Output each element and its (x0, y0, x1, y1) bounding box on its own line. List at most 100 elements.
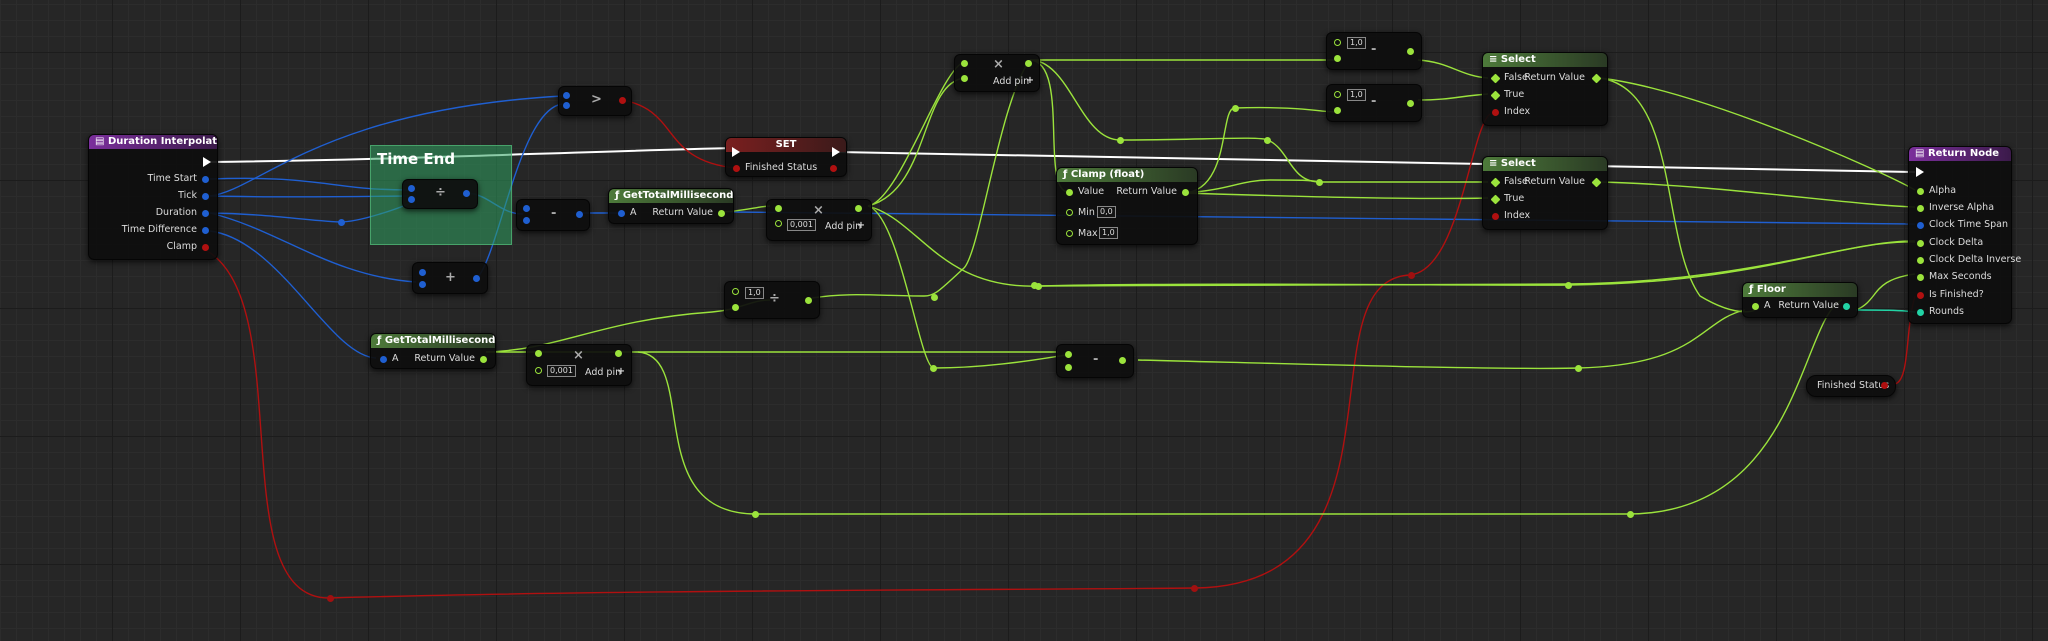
return-is-finished-pin[interactable] (1917, 292, 1924, 299)
reroute-knot[interactable] (752, 511, 759, 518)
add-pin-icon[interactable]: + (617, 366, 625, 377)
exec-out-pin[interactable] (203, 157, 211, 167)
multiply-in-b-pin[interactable] (535, 367, 542, 374)
reroute-knot[interactable] (1316, 179, 1323, 186)
subtract-out-pin[interactable] (576, 211, 583, 218)
add-pin-label[interactable]: Add pin (825, 221, 862, 232)
time-difference-pin[interactable] (202, 227, 209, 234)
add-pin-label[interactable]: Add pin (993, 76, 1030, 87)
clamp-max-field[interactable]: 1,0 (1099, 227, 1118, 239)
subtract-in-b-pin[interactable] (1065, 364, 1072, 371)
reroute-knot[interactable] (930, 365, 937, 372)
subtract-in-b-pin[interactable] (523, 217, 530, 224)
duration-pin[interactable] (202, 210, 209, 217)
return-max-seconds-pin[interactable] (1917, 274, 1924, 281)
return-value-pin[interactable] (718, 210, 725, 217)
comment-box[interactable]: Time End (370, 145, 512, 245)
subtract-out-pin[interactable] (1407, 48, 1414, 55)
add-in-b-pin[interactable] (419, 281, 426, 288)
divide-in-a-pin[interactable] (732, 288, 739, 295)
multiply-in-b-pin[interactable] (961, 75, 968, 82)
select-index-pin[interactable] (1492, 213, 1499, 220)
get-total-milliseconds-node[interactable]: ƒ GetTotalMilliseconds A Return Value (608, 188, 734, 224)
tick-pin[interactable] (202, 193, 209, 200)
reroute-knot[interactable] (1191, 585, 1198, 592)
multiply-node[interactable]: × Add pin + (954, 54, 1040, 92)
return-clock-time-span-pin[interactable] (1917, 222, 1924, 229)
finished-status-out-pin[interactable] (830, 165, 837, 172)
subtract-node[interactable]: - (516, 199, 590, 231)
subtract-out-pin[interactable] (1119, 357, 1126, 364)
return-rounds-pin[interactable] (1917, 309, 1924, 316)
clamp-min-field[interactable]: 0,0 (1097, 206, 1116, 218)
subtract-node[interactable]: - (1056, 344, 1134, 378)
divide-out-pin[interactable] (805, 297, 812, 304)
subtract-in-a-pin[interactable] (1334, 91, 1341, 98)
greater-in-a-pin[interactable] (563, 92, 570, 99)
multiply-out-pin[interactable] (1025, 60, 1032, 67)
subtract-value-field[interactable]: 1,0 (1347, 89, 1366, 101)
add-pin-icon[interactable]: + (1026, 75, 1034, 86)
get-total-milliseconds-node[interactable]: ƒ GetTotalMilliseconds A Return Value (370, 333, 496, 369)
divide-out-pin[interactable] (463, 190, 470, 197)
multiply-in-a-pin[interactable] (775, 205, 782, 212)
add-pin-icon[interactable]: + (857, 220, 865, 231)
clamp-pin[interactable] (202, 244, 209, 251)
reroute-knot[interactable] (1575, 365, 1582, 372)
multiply-node[interactable]: × 0,001 Add pin + (766, 199, 872, 241)
subtract-in-a-pin[interactable] (523, 205, 530, 212)
subtract-in-b-pin[interactable] (1334, 55, 1341, 62)
select-index-pin[interactable] (1492, 109, 1499, 116)
select-return-value-pin[interactable] (1591, 177, 1602, 188)
greater-node[interactable]: > (558, 86, 632, 116)
return-inverse-alpha-pin[interactable] (1917, 205, 1924, 212)
reroute-knot[interactable] (327, 595, 334, 602)
greater-out-pin[interactable] (619, 97, 626, 104)
time-start-pin[interactable] (202, 176, 209, 183)
multiply-value-field[interactable]: 0,001 (547, 365, 576, 377)
add-pin-label[interactable]: Add pin (585, 367, 622, 378)
return-clock-delta-inverse-pin[interactable] (1917, 257, 1924, 264)
multiply-value-field[interactable]: 0,001 (787, 219, 816, 231)
reroute-knot[interactable] (1031, 282, 1038, 289)
add-in-a-pin[interactable] (419, 269, 426, 276)
subtract-in-a-pin[interactable] (1065, 351, 1072, 358)
input-a-pin[interactable] (618, 210, 625, 217)
exec-in-pin[interactable] (732, 147, 740, 157)
multiply-out-pin[interactable] (855, 205, 862, 212)
finished-status-getter-node[interactable]: Finished Status (1806, 375, 1896, 397)
multiply-node[interactable]: × 0,001 Add pin + (526, 344, 632, 386)
return-value-pin[interactable] (480, 356, 487, 363)
subtract-in-a-pin[interactable] (1334, 39, 1341, 46)
divide-in-a-pin[interactable] (408, 185, 415, 192)
multiply-in-a-pin[interactable] (961, 60, 968, 67)
greater-in-b-pin[interactable] (563, 102, 570, 109)
divide-node[interactable]: 1,0 ÷ (724, 281, 820, 319)
subtract-out-pin[interactable] (1407, 100, 1414, 107)
return-node[interactable]: ▤ Return Node Alpha Inverse Alpha Clock … (1908, 146, 2021, 324)
finished-status-out-pin[interactable] (1881, 382, 1888, 389)
floor-return-value-pin[interactable] (1843, 303, 1850, 310)
select-false-pin[interactable] (1490, 177, 1501, 188)
exec-in-pin[interactable] (1916, 167, 1924, 177)
subtract-node[interactable]: 1,0 - (1326, 84, 1422, 122)
clamp-float-node[interactable]: ƒ Clamp (float) Value Return Value Min 0… (1056, 167, 1198, 245)
divide-in-b-pin[interactable] (408, 196, 415, 203)
subtract-node[interactable]: 1,0 - (1326, 32, 1422, 70)
floor-input-a-pin[interactable] (1752, 303, 1759, 310)
reroute-knot[interactable] (1232, 105, 1239, 112)
select-return-value-pin[interactable] (1591, 73, 1602, 84)
subtract-value-field[interactable]: 1,0 (1347, 37, 1366, 49)
multiply-in-b-pin[interactable] (775, 220, 782, 227)
reroute-knot[interactable] (1565, 282, 1572, 289)
select-node[interactable]: ≡ Select False Return Value True Index (1482, 156, 1608, 230)
select-true-pin[interactable] (1490, 194, 1501, 205)
add-node[interactable]: + (412, 262, 488, 294)
divide-in-b-pin[interactable] (732, 304, 739, 311)
reroute-knot[interactable] (1035, 283, 1042, 290)
reroute-knot[interactable] (1627, 511, 1634, 518)
finished-status-in-pin[interactable] (733, 165, 740, 172)
multiply-in-a-pin[interactable] (535, 350, 542, 357)
clamp-return-value-pin[interactable] (1182, 189, 1189, 196)
